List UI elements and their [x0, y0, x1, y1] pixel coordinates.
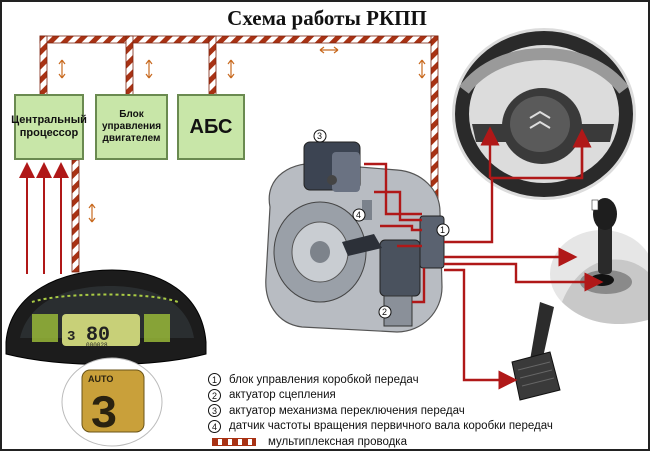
svg-text:4: 4: [356, 210, 361, 220]
bus-stripe-swatch: [212, 437, 256, 446]
marker-4: 4: [352, 208, 366, 222]
pedal-illustration: [511, 302, 561, 401]
svg-text:1: 1: [440, 225, 445, 235]
legend-text: датчик частоты вращения первичного вала …: [229, 420, 553, 433]
dashboard-odometer: 000028: [86, 342, 108, 349]
legend-item-4: 4 датчик частоты вращения первичного вал…: [208, 419, 553, 435]
bus-arrows: [58, 46, 426, 223]
dashboard-gear-label: AUTO: [88, 374, 113, 384]
legend-number: 4: [208, 419, 221, 433]
marker-3: 3: [313, 129, 327, 143]
legend-number: 1: [208, 373, 221, 387]
svg-text:2: 2: [382, 307, 387, 317]
engine-control-box: Блок управления двигателем: [95, 94, 168, 160]
steering-wheel-illustration: [452, 28, 636, 200]
cpu-box: Центральный процессор: [11, 94, 87, 160]
legend-number: 3: [208, 404, 221, 418]
legend-item-3: 3 актуатор механизма переключения переда…: [208, 403, 553, 419]
dashboard-gear-big: 3: [90, 389, 118, 441]
legend: 1 блок управления коробкой передач 2 акт…: [208, 372, 553, 449]
abs-box: АБС: [177, 94, 245, 160]
dashboard-gear-small: 3: [67, 329, 75, 345]
diagram-title: Схема работы РКПП: [227, 6, 427, 30]
legend-item-bus: мультиплексная проводка: [208, 434, 553, 449]
marker-1: 1: [436, 223, 450, 237]
dashboard-illustration: [5, 269, 207, 447]
legend-text: актуатор механизма переключения передач: [229, 404, 465, 417]
legend-item-1: 1 блок управления коробкой передач: [208, 372, 553, 388]
control-wires: [364, 126, 604, 390]
legend-bus-text: мультиплексная проводка: [268, 435, 407, 448]
marker-2: 2: [378, 305, 392, 319]
gear-lever-illustration: [550, 198, 648, 325]
gearbox-illustration: [265, 141, 445, 333]
cpu-input-wires: [19, 162, 69, 274]
legend-text: актуатор сцепления: [229, 389, 336, 402]
svg-text:3: 3: [317, 131, 322, 141]
legend-number: 2: [208, 388, 221, 402]
dashboard-speed: 80: [86, 324, 110, 347]
legend-item-2: 2 актуатор сцепления: [208, 388, 553, 404]
legend-text: блок управления коробкой передач: [229, 373, 419, 386]
